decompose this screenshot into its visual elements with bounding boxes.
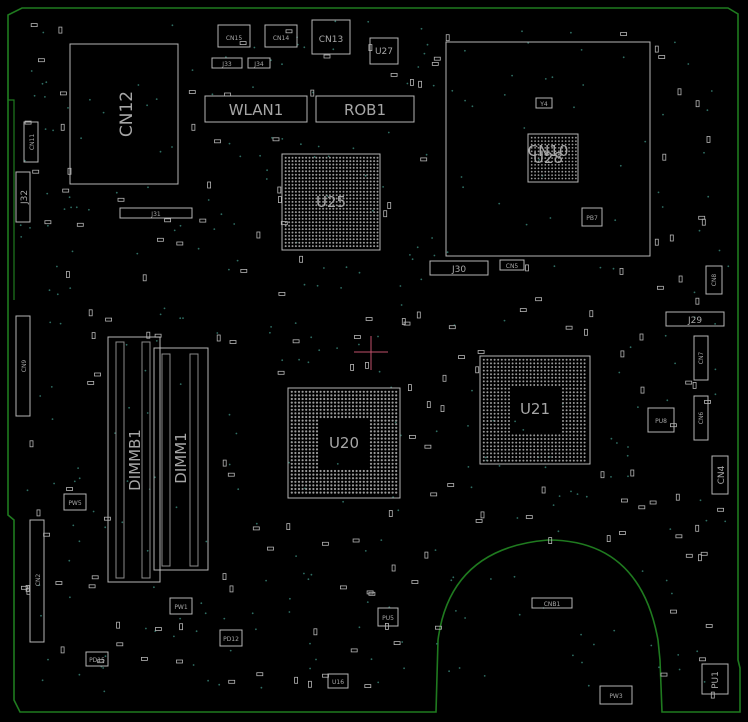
dimm1-outline xyxy=(153,347,209,571)
j32-label: J32 xyxy=(20,190,30,205)
crosshair-marker xyxy=(354,336,388,370)
dimm1-slot-b xyxy=(189,353,199,567)
j34-label: J34 xyxy=(253,61,264,68)
y4-outline xyxy=(535,97,553,109)
rob1-label: ROB1 xyxy=(344,101,386,119)
pu8-outline xyxy=(647,407,675,433)
dimm1-label: DIMM1 xyxy=(172,432,190,483)
u21-outline xyxy=(479,355,591,465)
pw3-label: PW3 xyxy=(609,693,623,700)
cn15-label: CN15 xyxy=(226,35,242,42)
cn9-outline xyxy=(15,315,31,417)
pw1-outline xyxy=(169,597,193,615)
cn14-label: CN14 xyxy=(273,35,289,42)
cn2-outline xyxy=(29,519,45,643)
pw5-outline xyxy=(63,493,87,511)
j29-outline xyxy=(665,311,725,327)
cn14-outline xyxy=(264,24,298,48)
j31-label: J31 xyxy=(150,211,161,218)
u28-label: U28 xyxy=(533,149,563,167)
small-component-field xyxy=(20,23,724,699)
u27-outline xyxy=(369,37,399,65)
u28-ball-grid xyxy=(530,136,577,180)
pw3-outline xyxy=(599,685,633,705)
cn12-label: CN12 xyxy=(117,91,137,137)
y4-label: Y4 xyxy=(539,101,548,108)
j34-outline xyxy=(247,57,271,69)
u21-label: U21 xyxy=(520,400,550,418)
pu5-label: PU5 xyxy=(382,615,394,622)
dimmb1-slot-b xyxy=(141,341,151,579)
cn7-label: CN7 xyxy=(698,352,705,365)
cn4-label: CN4 xyxy=(717,465,727,484)
u25-label: U25 xyxy=(316,193,346,211)
cn13-outline xyxy=(311,19,351,55)
u25-ball-grid xyxy=(284,156,379,248)
u20-ball-grid xyxy=(290,390,398,494)
via-field xyxy=(19,20,730,693)
u27-label: U27 xyxy=(375,47,393,57)
cn6-label: CN6 xyxy=(698,412,705,425)
pw1-label: PW1 xyxy=(174,604,188,611)
dimm1-slot xyxy=(161,353,171,567)
cn11-label: CN11 xyxy=(29,134,36,150)
u21-ball-grid xyxy=(482,358,586,462)
cn9-label: CN9 xyxy=(21,360,28,373)
u20-label: U20 xyxy=(329,434,359,452)
u28-outline xyxy=(527,133,579,183)
cn12-outline xyxy=(69,43,179,185)
pb7-label: PB7 xyxy=(586,215,598,222)
cn4-outline xyxy=(711,455,729,495)
u16-label: U16 xyxy=(332,679,344,686)
pu8-label: PU8 xyxy=(655,418,667,425)
pd12-label: PD12 xyxy=(223,636,239,643)
cn11-outline xyxy=(23,121,39,163)
pu5-outline xyxy=(377,607,399,627)
cnb1-label: CNB1 xyxy=(544,601,561,608)
wlan1-outline xyxy=(204,95,308,123)
j30-outline xyxy=(429,260,489,276)
cn5-outline xyxy=(499,259,525,271)
cn5-label: CN5 xyxy=(506,263,519,270)
board-outline xyxy=(7,7,741,713)
u20-outline xyxy=(287,387,401,499)
j30-label: J30 xyxy=(451,265,466,275)
pu1-label: PU1 xyxy=(711,671,721,689)
cn15-outline xyxy=(217,24,251,48)
cn2-label: CN2 xyxy=(35,574,42,587)
cn7-outline xyxy=(693,335,709,381)
pd15-label: PD15 xyxy=(89,657,105,664)
j32-outline xyxy=(15,171,31,223)
left-edge-notch xyxy=(7,40,15,300)
cn6-outline xyxy=(693,395,709,441)
u25-outline xyxy=(281,153,381,251)
pb7-outline xyxy=(581,207,603,227)
dimmb1-outline xyxy=(107,336,161,583)
pd12-outline xyxy=(219,629,243,647)
wlan1-label: WLAN1 xyxy=(229,101,284,119)
j33-label: J33 xyxy=(221,61,232,68)
j29-label: J29 xyxy=(687,316,702,326)
dimmb1-label: DIMMB1 xyxy=(126,429,144,491)
u16-outline xyxy=(327,673,349,689)
j33-outline xyxy=(211,57,243,69)
cn8-outline xyxy=(705,265,723,295)
pd15-outline xyxy=(85,651,109,667)
cn8-label: CN8 xyxy=(711,274,718,287)
cn10-label: CN10 xyxy=(528,142,569,160)
cn13-label: CN13 xyxy=(319,35,343,45)
cnb1-outline xyxy=(531,597,573,609)
pw5-label: PW5 xyxy=(68,500,82,507)
dimmb1-slot xyxy=(115,341,125,579)
rob1-outline xyxy=(315,95,415,123)
pu1-outline xyxy=(701,663,729,695)
cn10-outline xyxy=(445,41,651,257)
j31-outline xyxy=(119,207,193,219)
